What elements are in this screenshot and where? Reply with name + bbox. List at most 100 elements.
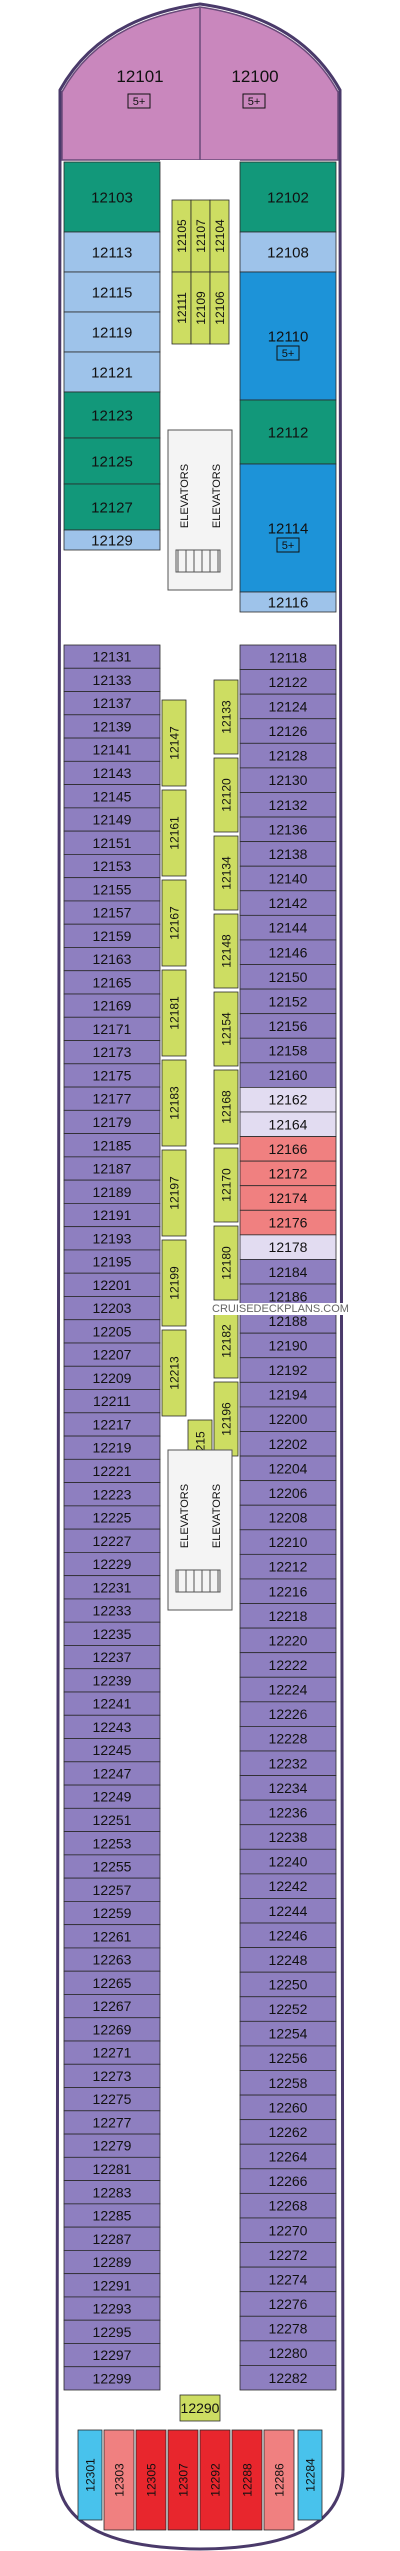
cabin-12276[interactable]: 12276 — [239, 2291, 337, 2317]
cabin-12118[interactable]: 12118 — [239, 644, 337, 670]
cabin-12178[interactable]: 12178 — [239, 1234, 337, 1260]
cabin-12200[interactable]: 12200 — [239, 1406, 337, 1432]
cabin-12285[interactable]: 12285 — [63, 2203, 161, 2228]
cabin-12235[interactable]: 12235 — [63, 1621, 161, 1646]
cabin-12143[interactable]: 12143 — [63, 760, 161, 785]
cabin-12253[interactable]: 12253 — [63, 1831, 161, 1856]
cabin-12248[interactable]: 12248 — [239, 1947, 337, 1973]
cabin-12277[interactable]: 12277 — [63, 2110, 161, 2135]
cabin-12236[interactable]: 12236 — [239, 1799, 337, 1826]
cabin-12124[interactable]: 12124 — [239, 693, 337, 720]
cabin-12181[interactable]: 12181 — [161, 969, 187, 1057]
cabin-12187[interactable]: 12187 — [63, 1156, 161, 1181]
cabin-12216[interactable]: 12216 — [239, 1578, 337, 1604]
cabin-12287[interactable]: 12287 — [63, 2226, 161, 2251]
cabin-12102[interactable]: 12102 — [239, 161, 337, 233]
cabin-12212[interactable]: 12212 — [239, 1553, 337, 1580]
cabin-12233[interactable]: 12233 — [63, 1598, 161, 1623]
cabin-12279[interactable]: 12279 — [63, 2133, 161, 2158]
cabin-12191[interactable]: 12191 — [63, 1203, 161, 1228]
cabin-12203[interactable]: 12203 — [63, 1296, 161, 1321]
cabin-12275[interactable]: 12275 — [63, 2087, 161, 2112]
cabin-12280[interactable]: 12280 — [239, 2340, 337, 2366]
cabin-12204[interactable]: 12204 — [239, 1455, 337, 1482]
cabin-12295[interactable]: 12295 — [63, 2319, 161, 2344]
cabin-12104[interactable]: 12104 — [209, 199, 230, 273]
cabin-12303[interactable]: 12303 — [103, 2429, 135, 2531]
cabin-12107[interactable]: 12107 — [190, 199, 211, 273]
forward-left-cabin[interactable]: 12101 — [116, 67, 163, 86]
cabin-12122[interactable]: 12122 — [239, 669, 337, 695]
cabin-12234[interactable]: 12234 — [239, 1775, 337, 1801]
cabin-12297[interactable]: 12297 — [63, 2343, 161, 2368]
cabin-12123[interactable]: 12123 — [63, 391, 161, 439]
cabin-12106[interactable]: 12106 — [209, 271, 230, 345]
cabin-12165[interactable]: 12165 — [63, 970, 161, 995]
cabin-12109[interactable]: 12109 — [190, 271, 211, 345]
cabin-12189[interactable]: 12189 — [63, 1179, 161, 1204]
cabin-12151[interactable]: 12151 — [63, 830, 161, 855]
cabin-12201[interactable]: 12201 — [63, 1272, 161, 1297]
cabin-12119[interactable]: 12119 — [63, 311, 161, 353]
cabin-12161[interactable]: 12161 — [161, 789, 187, 877]
cabin-12141[interactable]: 12141 — [63, 737, 161, 762]
cabin-12282[interactable]: 12282 — [239, 2365, 337, 2391]
cabin-12261[interactable]: 12261 — [63, 1924, 161, 1949]
cabin-12154[interactable]: 12154 — [213, 991, 239, 1067]
cabin-12194[interactable]: 12194 — [239, 1381, 337, 1408]
cabin-12278[interactable]: 12278 — [239, 2315, 337, 2342]
cabin-12289[interactable]: 12289 — [63, 2249, 161, 2275]
cabin-12138[interactable]: 12138 — [239, 841, 337, 867]
cabin-12146[interactable]: 12146 — [239, 939, 337, 965]
cabin-12174[interactable]: 12174 — [239, 1185, 337, 1211]
cabin-12185[interactable]: 12185 — [63, 1133, 161, 1158]
cabin-12116[interactable]: 12116 — [239, 591, 337, 613]
cabin-12153[interactable]: 12153 — [63, 854, 161, 879]
cabin-12112[interactable]: 12112 — [239, 399, 337, 465]
cabin-12205[interactable]: 12205 — [63, 1319, 161, 1344]
cabin-12197[interactable]: 12197 — [161, 1149, 187, 1237]
cabin-12246[interactable]: 12246 — [239, 1922, 337, 1949]
cabin-12195[interactable]: 12195 — [63, 1249, 161, 1274]
cabin-12228[interactable]: 12228 — [239, 1726, 337, 1752]
cabin-12307[interactable]: 12307 — [167, 2429, 199, 2531]
cabin-12284[interactable]: 12284 — [297, 2429, 323, 2521]
cabin-12136[interactable]: 12136 — [239, 816, 337, 843]
cabin-12219[interactable]: 12219 — [63, 1435, 161, 1460]
cabin-12225[interactable]: 12225 — [63, 1505, 161, 1530]
cabin-12130[interactable]: 12130 — [239, 767, 337, 793]
cabin-12115[interactable]: 12115 — [63, 271, 161, 313]
cabin-12199[interactable]: 12199 — [161, 1239, 187, 1327]
cabin-12167[interactable]: 12167 — [161, 879, 187, 967]
cabin-12267[interactable]: 12267 — [63, 1994, 161, 2019]
cabin-12128[interactable]: 12128 — [239, 742, 337, 769]
cabin-12206[interactable]: 12206 — [239, 1480, 337, 1506]
cabin-12173[interactable]: 12173 — [63, 1040, 161, 1065]
cabin-12264[interactable]: 12264 — [239, 2143, 337, 2170]
cabin-12190[interactable]: 12190 — [239, 1332, 337, 1359]
cabin-12164[interactable]: 12164 — [239, 1111, 337, 1137]
cabin-12223[interactable]: 12223 — [63, 1482, 161, 1507]
cabin-12257[interactable]: 12257 — [63, 1877, 161, 1902]
cabin-12250[interactable]: 12250 — [239, 1971, 337, 1998]
forward-right-cabin[interactable]: 12100 — [231, 67, 278, 86]
cabin-12255[interactable]: 12255 — [63, 1854, 161, 1879]
cabin-12265[interactable]: 12265 — [63, 1970, 161, 1995]
cabin-12292[interactable]: 12292 — [199, 2429, 231, 2531]
cabin-12232[interactable]: 12232 — [239, 1750, 337, 1776]
cabin-12288[interactable]: 12288 — [231, 2429, 263, 2531]
cabin-12231[interactable]: 12231 — [63, 1575, 161, 1600]
cabin-12129[interactable]: 12129 — [63, 529, 161, 551]
cabin-12139[interactable]: 12139 — [63, 714, 161, 739]
cabin-12131[interactable]: 12131 — [63, 644, 161, 669]
cabin-12134[interactable]: 12134 — [213, 835, 239, 911]
cabin-12144[interactable]: 12144 — [239, 914, 337, 941]
cabin-12259[interactable]: 12259 — [63, 1901, 161, 1926]
cabin-12229[interactable]: 12229 — [63, 1552, 161, 1577]
cabin-12270[interactable]: 12270 — [239, 2217, 337, 2243]
cabin-12209[interactable]: 12209 — [63, 1365, 161, 1390]
cabin-12263[interactable]: 12263 — [63, 1947, 161, 1972]
cabin-12290[interactable]: 12290 — [179, 2394, 221, 2422]
cabin-12156[interactable]: 12156 — [239, 1013, 337, 1039]
